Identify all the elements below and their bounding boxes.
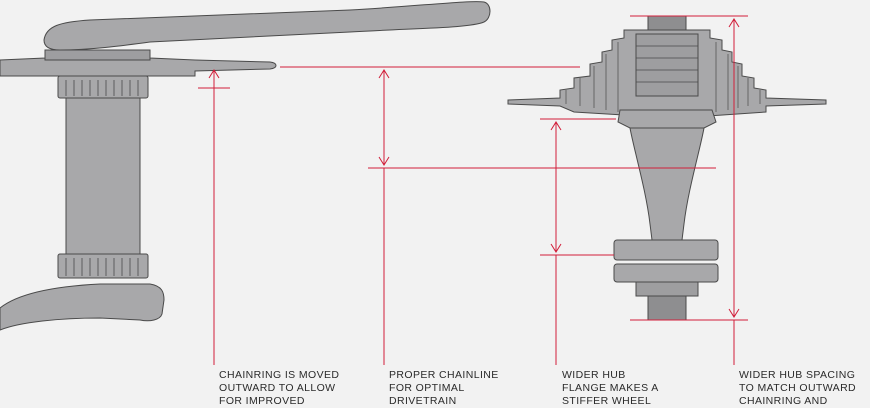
- bb-cup-top-knurl: [65, 80, 139, 96]
- caption-hub-flange: WIDER HUB FLANGE MAKES A STIFFER WHEEL: [562, 369, 659, 407]
- freehub-splines: [636, 45, 698, 83]
- caption-chainring: CHAINRING IS MOVED OUTWARD TO ALLOW FOR …: [219, 369, 340, 407]
- flange-arrow-up: [550, 121, 562, 131]
- hub-end-cap: [635, 281, 699, 297]
- caption-chainline: PROPER CHAINLINE FOR OPTIMAL DRIVETRAIN: [389, 369, 499, 407]
- bb-spindle: [65, 97, 141, 255]
- dimension-markers: [198, 15, 748, 365]
- chainring-arrow: [208, 69, 220, 79]
- chainline-arrow-down: [378, 156, 390, 166]
- bb-cup-top: [57, 75, 149, 99]
- non-drive-flange-bottom: [613, 263, 719, 283]
- axle-cap-bottom: [647, 295, 687, 321]
- freehub-body: [635, 33, 699, 97]
- caption-hub-spacing: WIDER HUB SPACING TO MATCH OUTWARD CHAIN…: [739, 369, 857, 407]
- chainline-arrow-up: [378, 69, 390, 79]
- non-drive-flange-top: [613, 239, 719, 261]
- cassette-teeth: [565, 42, 761, 112]
- crank-assembly: [0, 1, 491, 331]
- hub-assembly: [507, 15, 827, 321]
- spacing-arrow-up: [728, 18, 740, 28]
- spacing-arrow-down: [728, 308, 740, 318]
- bb-cup-bottom-knurl: [65, 258, 139, 276]
- hub-shell: [629, 127, 705, 241]
- flange-arrow-down: [550, 243, 562, 253]
- upper-crank-arm: [43, 1, 491, 51]
- axle-cap-top: [647, 15, 687, 31]
- drive-side-flange: [617, 109, 717, 129]
- bb-cup-bottom: [57, 253, 149, 279]
- lower-crank-arm: [0, 283, 165, 331]
- chainring-spacer: [44, 49, 151, 61]
